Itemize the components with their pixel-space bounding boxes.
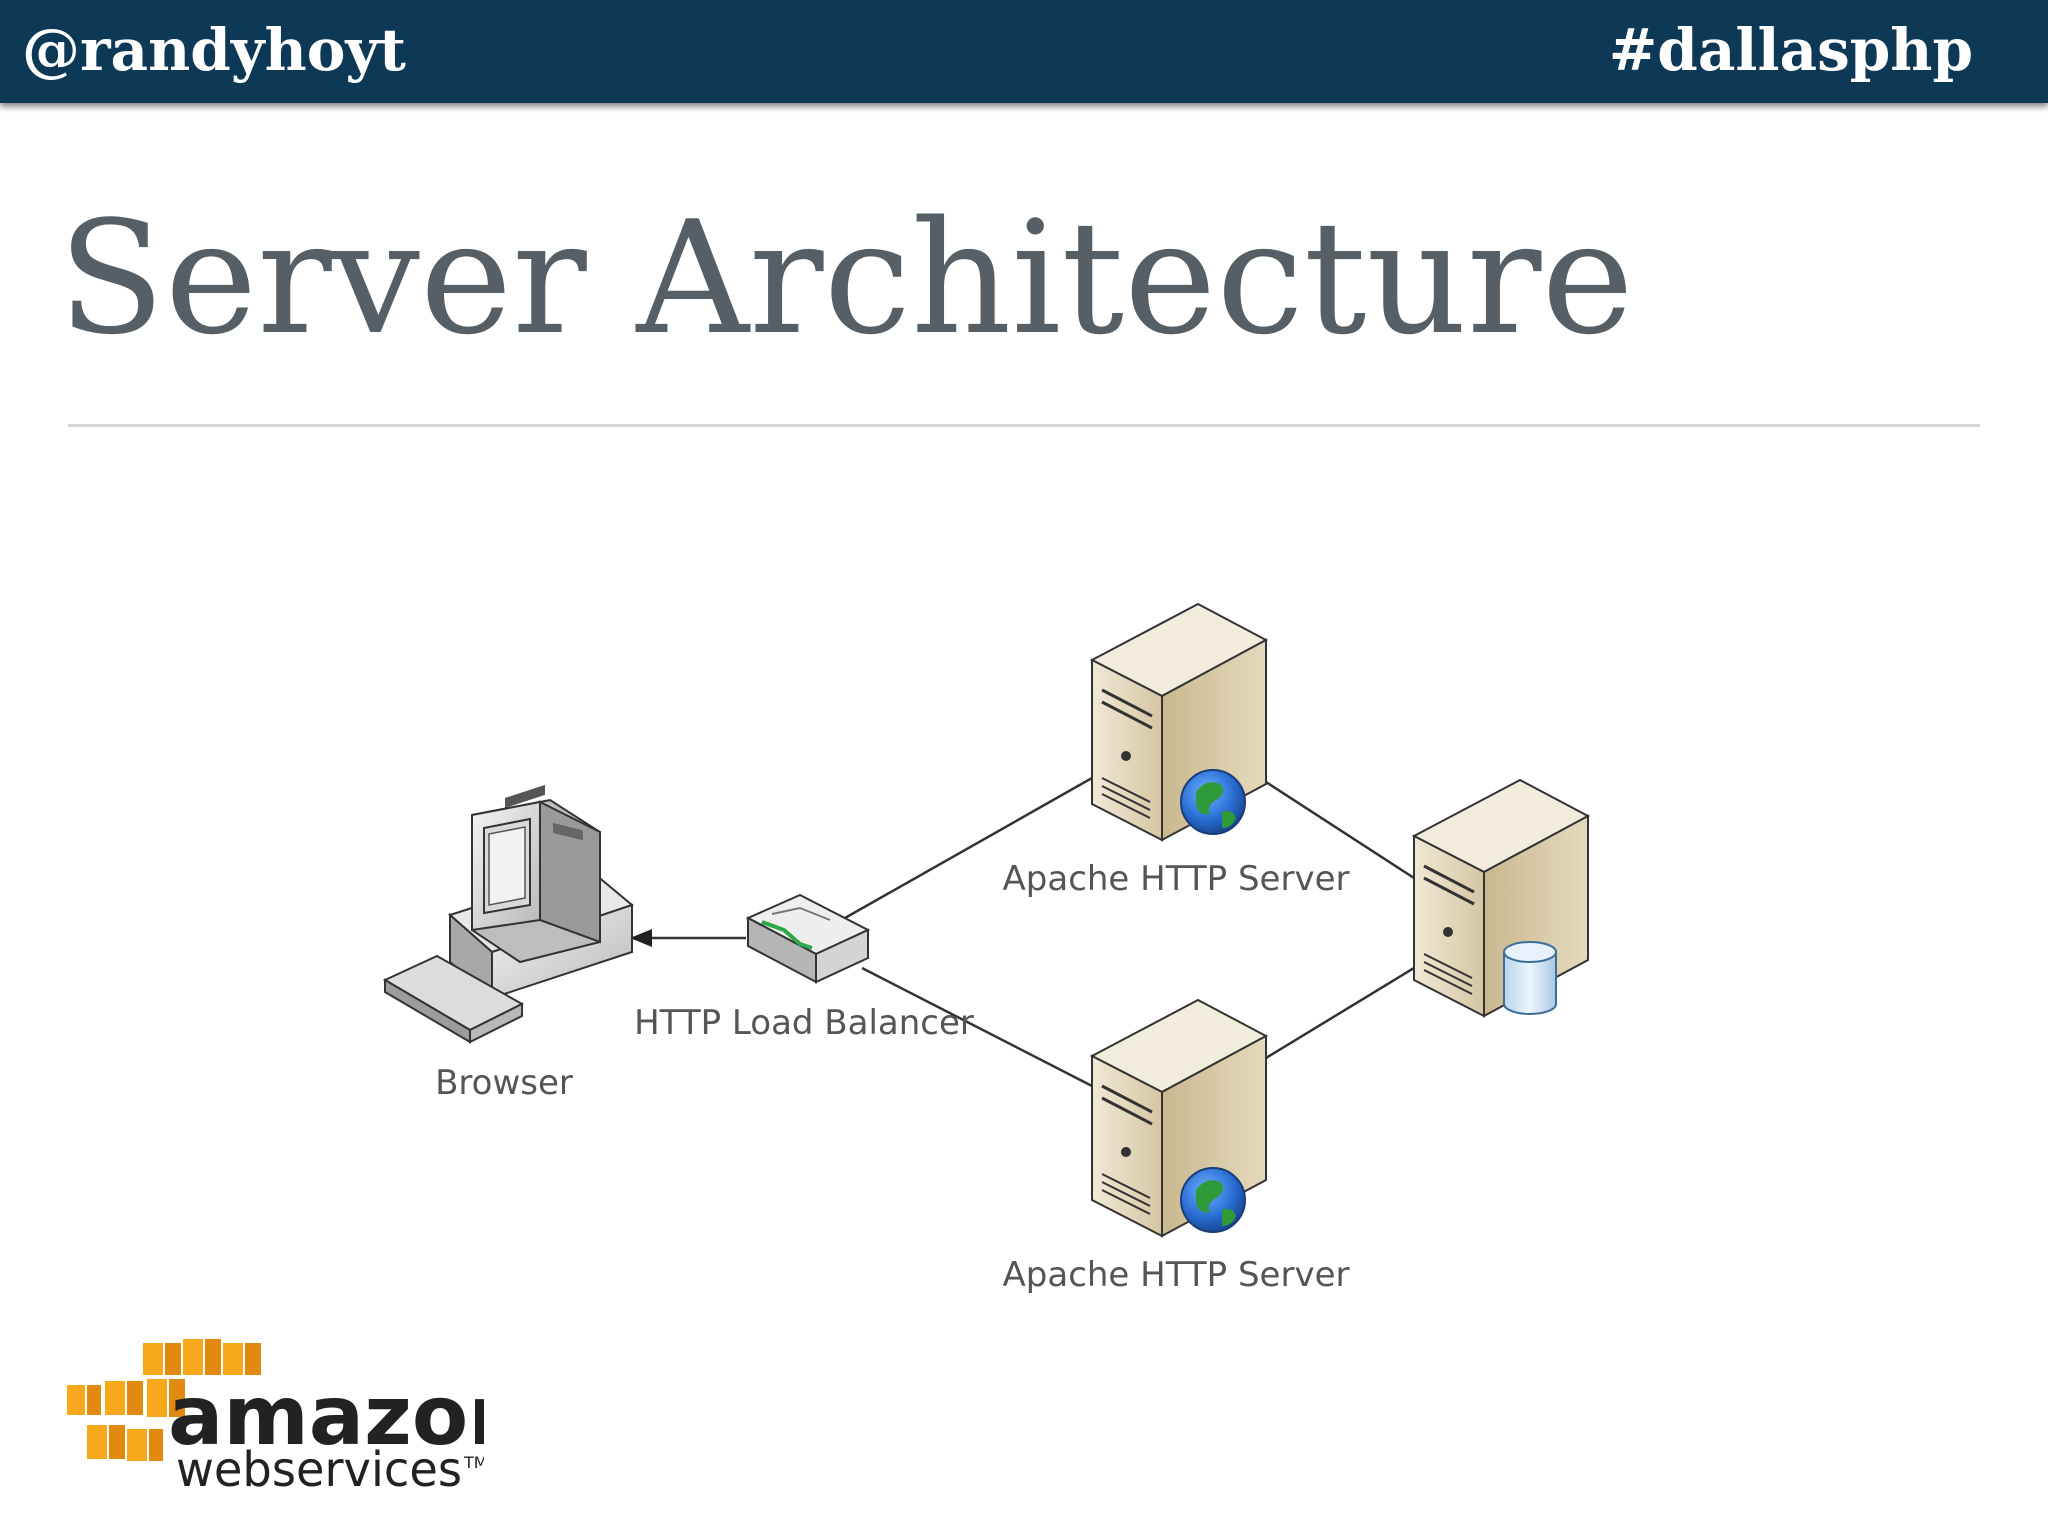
aws-amazon-word: amazon <box>168 1369 484 1464</box>
database-server-icon <box>1411 778 1591 1018</box>
load-balancer-icon <box>745 893 871 984</box>
globe-icon <box>1180 769 1246 835</box>
link-lb-to-top-server <box>844 776 1093 920</box>
event-hashtag: #dallasphp <box>1608 16 1973 84</box>
web-server-top-label: Apache HTTP Server <box>1003 859 1350 899</box>
twitter-handle: @randyhoyt <box>22 16 406 84</box>
slide-title: Server Architecture <box>58 187 1634 369</box>
web-server-bottom-label: Apache HTTP Server <box>1003 1255 1350 1295</box>
browser-label: Browser <box>435 1063 573 1103</box>
globe-icon <box>1180 1167 1246 1233</box>
link-top-server-to-db <box>1265 780 1415 880</box>
database-cylinder-icon <box>1503 941 1557 1015</box>
header-bar: @randyhoyt #dallasphp <box>0 0 2048 103</box>
aws-webservices-word: webservices <box>176 1442 462 1498</box>
link-bottom-server-to-db <box>1265 966 1415 1060</box>
aws-trademark: TM <box>463 1453 484 1472</box>
browser-computer-icon <box>382 784 635 1044</box>
load-balancer-label: HTTP Load Balancer <box>634 1003 974 1043</box>
title-divider <box>68 424 1980 427</box>
amazon-web-services-logo: amazon webservices TM <box>65 1338 484 1498</box>
connections <box>640 776 1415 1088</box>
link-lb-to-bottom-server <box>861 966 1093 1088</box>
aws-cubes-icon <box>65 1338 263 1463</box>
arrowhead-to-browser <box>630 929 652 947</box>
